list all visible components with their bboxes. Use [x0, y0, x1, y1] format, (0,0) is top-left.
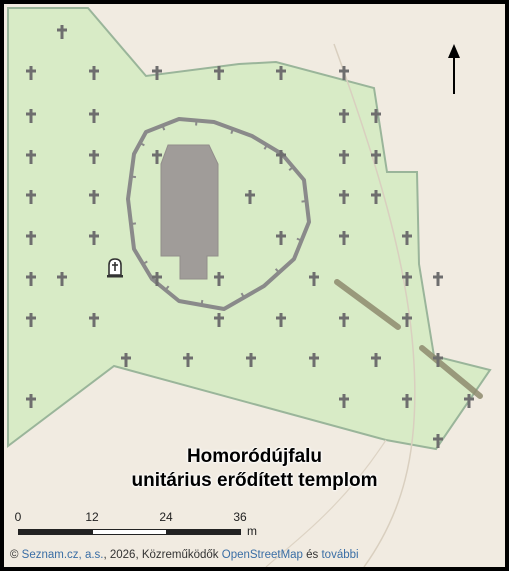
seznam-link[interactable]: Seznam.cz, a.s.: [21, 549, 104, 561]
scale-segment-dark: [166, 529, 241, 535]
wall-tick: [240, 292, 245, 298]
scale-segment-dark: [18, 529, 93, 535]
wall-tick: [130, 222, 137, 225]
cross-icon: [433, 434, 443, 448]
cross-icon: [339, 313, 349, 327]
cross-icon: [57, 25, 67, 39]
tombstone-icon[interactable]: [107, 258, 123, 278]
osm-link[interactable]: OpenStreetMap: [221, 549, 303, 561]
wall-ticks: [130, 120, 307, 306]
cross-icon: [309, 272, 319, 286]
footpath: [419, 345, 483, 399]
wall-tick: [164, 285, 170, 291]
cross-icon: [309, 353, 319, 367]
wall-tick: [288, 166, 294, 171]
cross-icon: [152, 150, 162, 164]
map-canvas[interactable]: [4, 4, 505, 567]
cross-icon: [26, 313, 36, 327]
wall-tick: [230, 128, 234, 135]
cross-icon: [276, 150, 286, 164]
cross-icon: [245, 190, 255, 204]
cross-icon: [26, 394, 36, 408]
cross-icon: [402, 272, 412, 286]
cross-icon: [433, 353, 443, 367]
wall-tick: [200, 299, 204, 306]
wall-tick: [274, 268, 280, 274]
cross-icon: [339, 231, 349, 245]
cross-icon: [371, 190, 381, 204]
cross-icon: [276, 231, 286, 245]
cross-icon: [89, 150, 99, 164]
cross-icon: [89, 66, 99, 80]
attribution-and: és: [302, 549, 322, 561]
attribution-year: , 2026, Közreműködők: [103, 549, 222, 561]
cross-icon: [152, 272, 162, 286]
wall-tick: [139, 142, 145, 147]
cross-icon: [121, 353, 131, 367]
cross-icon: [339, 150, 349, 164]
more-contributors-link[interactable]: további: [321, 549, 359, 561]
cross-icon: [371, 353, 381, 367]
cross-icon: [214, 313, 224, 327]
cross-icon: [339, 66, 349, 80]
attribution: © Seznam.cz, a.s., 2026, Közreműködők Op…: [10, 549, 359, 561]
church-building: [160, 144, 219, 280]
scale-unit: m: [247, 524, 257, 538]
cross-icon: [214, 66, 224, 80]
scale-label-0: 0: [14, 510, 22, 524]
cross-icon: [89, 109, 99, 123]
cross-icon: [402, 313, 412, 327]
scale-segment-light: [92, 529, 167, 535]
scale-label-12: 12: [85, 510, 99, 524]
wall-tick: [130, 175, 137, 179]
wall-tick: [142, 260, 148, 265]
grave-crosses: [26, 25, 474, 448]
cross-icon: [57, 272, 67, 286]
wall-tick: [301, 200, 307, 203]
copyright-symbol: ©: [10, 549, 22, 561]
scale-label-24: 24: [159, 510, 173, 524]
cross-icon: [276, 313, 286, 327]
road-line: [333, 43, 416, 567]
scale-label-36: 36: [233, 510, 247, 524]
cross-icon: [214, 272, 224, 286]
cross-icon: [433, 272, 443, 286]
cemetery-area: [7, 7, 492, 451]
cross-icon: [339, 394, 349, 408]
cross-icon: [89, 313, 99, 327]
cross-icon: [26, 231, 36, 245]
cross-icon: [402, 394, 412, 408]
cross-icon: [152, 66, 162, 80]
cross-icon: [26, 150, 36, 164]
cross-icon: [26, 109, 36, 123]
cross-icon: [464, 394, 474, 408]
cross-icon: [183, 353, 193, 367]
cross-icon: [26, 66, 36, 80]
cross-icon: [276, 66, 286, 80]
footpath: [334, 279, 401, 330]
road-line: [265, 439, 387, 567]
cross-icon: [26, 190, 36, 204]
cross-icon: [89, 231, 99, 245]
map-title-line-1: Homoródújfalu: [186, 446, 323, 467]
cross-icon: [402, 231, 412, 245]
cross-icon: [89, 190, 99, 204]
cross-icon: [26, 272, 36, 286]
cross-icon: [339, 190, 349, 204]
wall-tick: [296, 237, 302, 242]
cross-icon: [371, 150, 381, 164]
cross-icon: [246, 353, 256, 367]
wall-tick: [263, 144, 268, 150]
cross-icon: [371, 109, 381, 123]
north-arrow-icon: [448, 44, 460, 94]
map-title-line-2: unitárius erődített templom: [131, 470, 378, 491]
wall-tick: [161, 125, 166, 131]
cross-icon: [339, 109, 349, 123]
